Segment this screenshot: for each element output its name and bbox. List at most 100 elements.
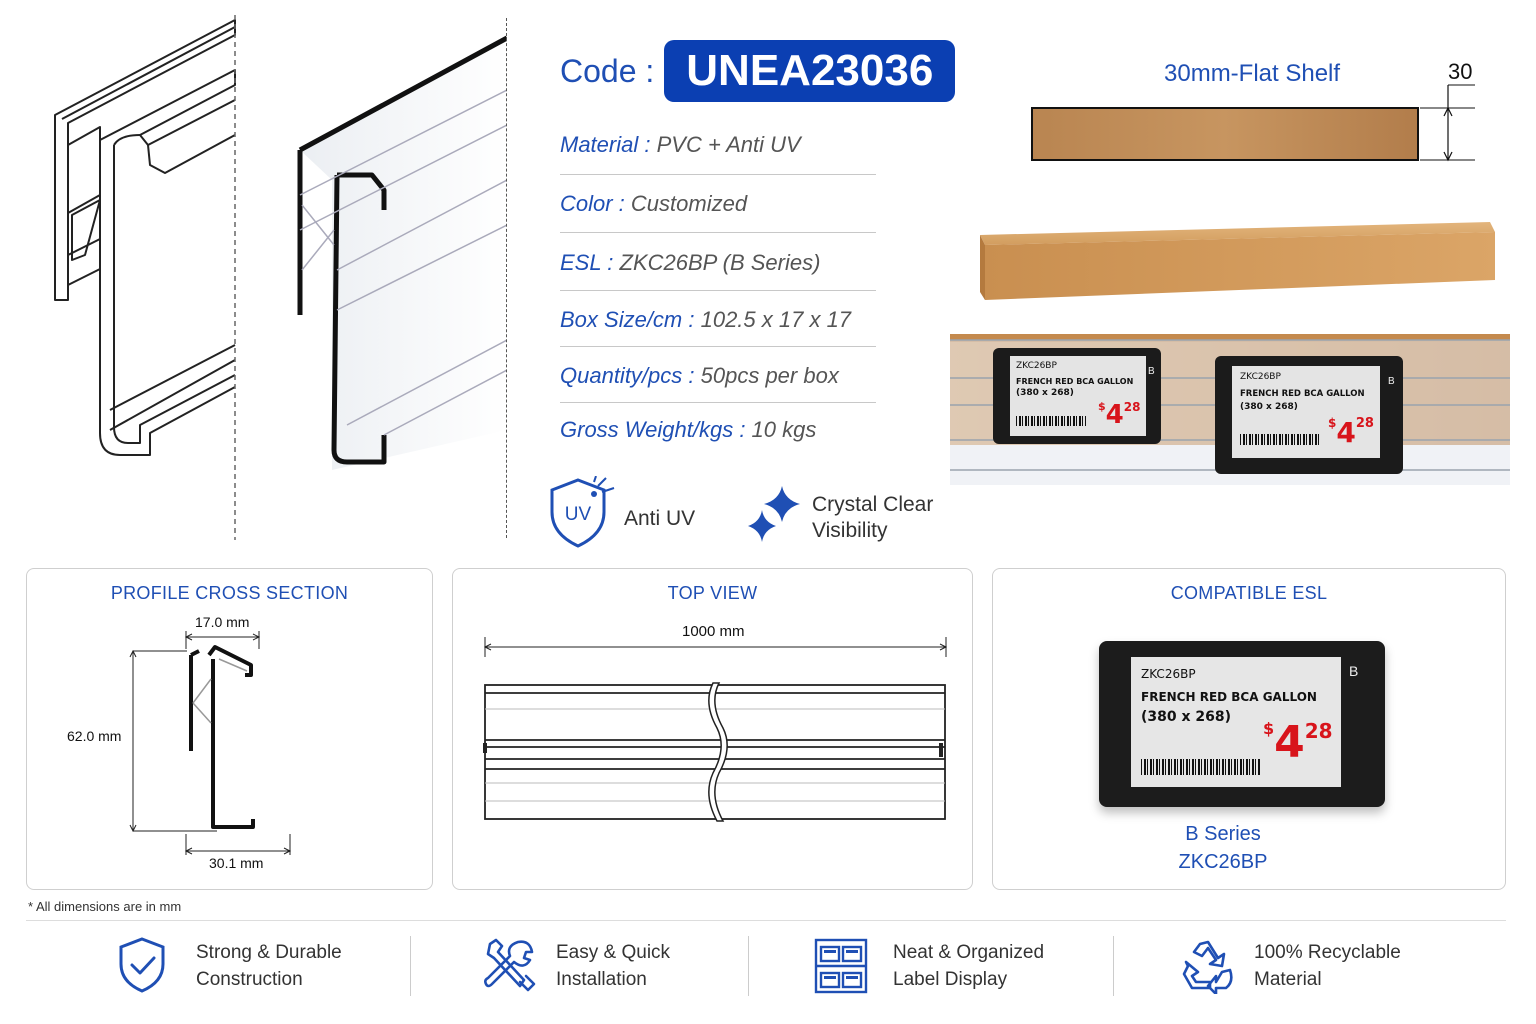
esl-product: FRENCH RED BCA GALLON bbox=[1016, 377, 1134, 386]
recycle-icon bbox=[1182, 940, 1233, 994]
spec-key: Quantity/pcs : bbox=[560, 363, 695, 388]
spec-value: PVC + Anti UV bbox=[650, 132, 801, 157]
feature-line-2: Construction bbox=[196, 969, 303, 990]
wood-shelf-render bbox=[980, 222, 1495, 300]
height-label: 62.0 mm bbox=[67, 728, 122, 744]
esl-product: FRENCH RED BCA GALLON bbox=[1141, 690, 1317, 704]
spec-value: 10 kgs bbox=[745, 417, 817, 442]
esl-price-main: 4 bbox=[1336, 416, 1356, 449]
spec-value: Customized bbox=[624, 191, 748, 216]
barcode bbox=[1240, 434, 1320, 445]
esl-price-cents: 28 bbox=[1355, 416, 1374, 431]
spec-box-size: Box Size/cm : 102.5 x 17 x 17 bbox=[560, 307, 876, 333]
profile-line-drawing bbox=[54, 15, 236, 540]
spec-gross-weight: Gross Weight/kgs : 10 kgs bbox=[560, 417, 876, 443]
tools-icon bbox=[484, 938, 536, 992]
profile-3d-render bbox=[297, 35, 507, 470]
spec-divider bbox=[560, 232, 876, 233]
esl-series-2: B bbox=[1388, 376, 1395, 387]
esl-model: ZKC26BP bbox=[1016, 361, 1057, 371]
esl-currency: $ bbox=[1098, 400, 1106, 413]
spec-key: Box Size/cm : bbox=[560, 307, 695, 332]
spec-divider bbox=[560, 174, 876, 175]
uv-shield-icon: UV bbox=[550, 476, 615, 548]
feature-line-1: Neat & Organized bbox=[893, 942, 1045, 963]
esl-screen: ZKC26BP FRENCH RED BCA GALLON (380 x 268… bbox=[1131, 657, 1341, 787]
feature-easy-quick: Easy & Quick Installation bbox=[556, 939, 670, 993]
uv-icon-text: UV bbox=[565, 504, 592, 525]
spec-divider bbox=[560, 402, 876, 403]
dashed-divider bbox=[506, 18, 507, 538]
spec-material: Material : PVC + Anti UV bbox=[560, 132, 876, 158]
esl-series-1: B bbox=[1148, 366, 1155, 377]
esl-price-cents: 28 bbox=[1123, 400, 1141, 414]
panel-profile-cross-section: PROFILE CROSS SECTION 17.0 mm 62.0 mm 30… bbox=[26, 568, 433, 890]
esl-size: (380 x 268) bbox=[1141, 709, 1232, 725]
spec-key: Material : bbox=[560, 132, 651, 157]
width-top-label: 17.0 mm bbox=[195, 614, 250, 630]
top-view-drawing bbox=[483, 637, 948, 822]
label-grid-icon bbox=[814, 938, 868, 994]
shelf-title: 30mm-Flat Shelf bbox=[1164, 60, 1341, 87]
esl-currency: $ bbox=[1328, 416, 1337, 430]
feature-separator bbox=[748, 936, 749, 996]
spec-value: 102.5 x 17 x 17 bbox=[694, 307, 852, 332]
esl-price: $428 bbox=[1328, 416, 1374, 449]
esl-device: B ZKC26BP FRENCH RED BCA GALLON (380 x 2… bbox=[1099, 641, 1385, 807]
panel-compatible-esl: COMPATIBLE ESL B ZKC26BP FRENCH RED BCA … bbox=[992, 568, 1506, 890]
crystal-line-2: Visibility bbox=[812, 519, 888, 542]
length-label: 1000 mm bbox=[682, 623, 745, 640]
esl-model-line: ZKC26BP bbox=[1178, 851, 1268, 873]
feature-strong-durable: Strong & Durable Construction bbox=[196, 939, 342, 993]
feature-recyclable: 100% Recyclable Material bbox=[1254, 939, 1401, 993]
spec-divider bbox=[560, 290, 876, 291]
shelf-dimension-lines bbox=[1031, 84, 1475, 162]
esl-price-cents: 28 bbox=[1304, 719, 1333, 743]
barcode bbox=[1016, 416, 1086, 426]
esl-label-2: ZKC26BP FRENCH RED BCA GALLON (380 x 268… bbox=[1232, 366, 1380, 458]
panel-title: PROFILE CROSS SECTION bbox=[110, 583, 349, 603]
anti-uv-label: Anti UV bbox=[624, 507, 696, 530]
feature-line-2: Installation bbox=[556, 969, 647, 990]
cross-section-drawing bbox=[129, 631, 292, 855]
crystal-line-1: Crystal Clear bbox=[812, 493, 934, 516]
spec-key: Gross Weight/kgs : bbox=[560, 417, 746, 442]
shelf-dimension-label: 30 bbox=[1448, 59, 1473, 84]
esl-price-main: 4 bbox=[1274, 717, 1305, 768]
code-badge: UNEA23036 bbox=[664, 40, 956, 102]
barcode bbox=[1141, 759, 1261, 775]
sparkle-icon bbox=[748, 486, 800, 542]
esl-label-1: ZKC26BP FRENCH RED BCA GALLON (380 x 268… bbox=[1010, 356, 1146, 436]
spec-value: ZKC26BP (B Series) bbox=[613, 250, 821, 275]
width-bottom-label: 30.1 mm bbox=[209, 855, 264, 871]
feature-line-2: Material bbox=[1254, 969, 1322, 990]
feature-line-1: Strong & Durable bbox=[196, 942, 342, 963]
spec-color: Color : Customized bbox=[560, 191, 876, 217]
footer-divider bbox=[26, 920, 1506, 921]
panel-title: COMPATIBLE ESL bbox=[1170, 583, 1328, 603]
esl-size: (380 x 268) bbox=[1016, 388, 1074, 398]
panel-top-view: TOP VIEW 1000 mm bbox=[452, 568, 973, 890]
esl-series-line: B Series bbox=[1185, 823, 1261, 845]
panel-title: TOP VIEW bbox=[667, 583, 758, 603]
esl-device-series: B bbox=[1349, 663, 1359, 679]
feature-separator bbox=[1113, 936, 1114, 996]
spec-key: ESL : bbox=[560, 250, 614, 275]
esl-price-main: 4 bbox=[1105, 400, 1124, 430]
crystal-clear-label: Crystal Clear Visibility bbox=[812, 492, 933, 544]
shield-check-icon bbox=[119, 937, 165, 993]
spec-key: Color : bbox=[560, 191, 625, 216]
esl-model: ZKC26BP bbox=[1141, 667, 1196, 681]
esl-price: $428 bbox=[1098, 400, 1140, 430]
feature-neat-organized: Neat & Organized Label Display bbox=[893, 939, 1044, 993]
feature-line-1: 100% Recyclable bbox=[1254, 942, 1401, 963]
spec-divider bbox=[560, 346, 876, 347]
esl-model: ZKC26BP bbox=[1240, 372, 1281, 382]
feature-line-2: Label Display bbox=[893, 969, 1008, 990]
esl-product: FRENCH RED BCA GALLON bbox=[1240, 389, 1365, 399]
code-label: Code : bbox=[560, 52, 655, 89]
feature-separator bbox=[410, 936, 411, 996]
product-code-row: Code : UNEA23036 bbox=[560, 40, 956, 102]
footnote: * All dimensions are in mm bbox=[28, 899, 182, 914]
spec-value: 50pcs per box bbox=[694, 363, 839, 388]
